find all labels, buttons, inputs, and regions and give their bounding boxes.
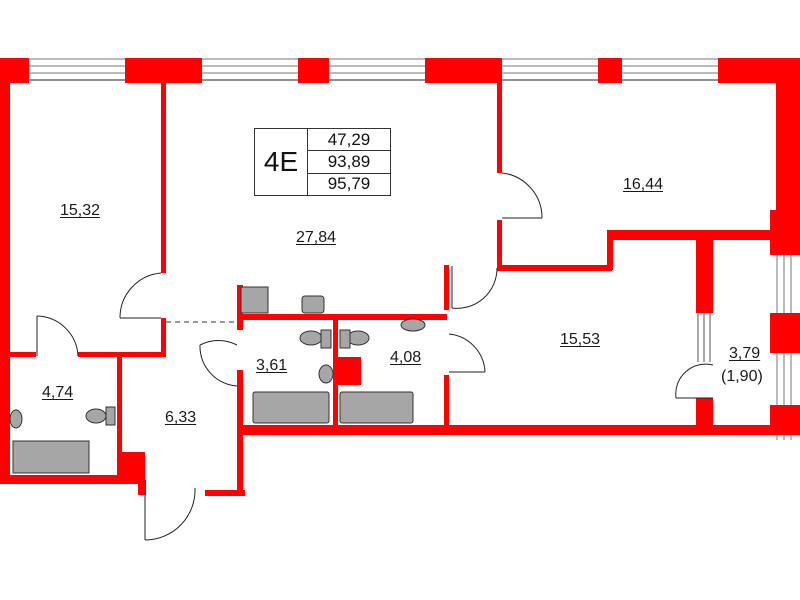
bathtub-icon	[252, 391, 330, 424]
unit-code: 4E	[255, 129, 308, 195]
room-area-bathroom-left: 4,74	[42, 384, 74, 401]
living-area: 47,29	[308, 129, 390, 152]
doors	[36, 172, 714, 541]
room-area-bedroom-bottom-right: 15,53	[560, 331, 601, 348]
bathtub-icon	[339, 391, 414, 424]
sink-icon	[301, 295, 325, 314]
balcony-glazing	[697, 313, 711, 362]
room-area-bathroom-center: 3,61	[256, 357, 288, 374]
top-windows	[0, 58, 780, 81]
room-area-bedroom-left: 15,32	[60, 202, 101, 219]
washbasin-icon	[9, 409, 23, 429]
bathtub-icon	[12, 440, 90, 474]
total-area-with-balcony: 95,79	[327, 174, 371, 194]
stove-icon	[240, 286, 269, 314]
washbasin-icon	[400, 318, 426, 332]
toilet-icon	[85, 408, 107, 424]
toilet-icon	[299, 330, 323, 346]
unit-info-table: 4E 47,29 93,89 95,79	[254, 128, 391, 196]
walls	[0, 58, 800, 496]
room-area-bathroom-right: 4,08	[390, 349, 422, 366]
room-area-hallway: 6,33	[165, 409, 197, 426]
washbasin-icon	[318, 364, 334, 384]
room-area-kitchen-living: 27,84	[296, 229, 337, 246]
room-area-balcony: 3,79	[729, 345, 761, 362]
fixtures	[9, 286, 426, 474]
room-area-bedroom-top-right: 16,44	[623, 176, 664, 193]
balcony-reduced-area: (1,90)	[721, 368, 763, 385]
total-area: 93,89	[308, 151, 390, 174]
